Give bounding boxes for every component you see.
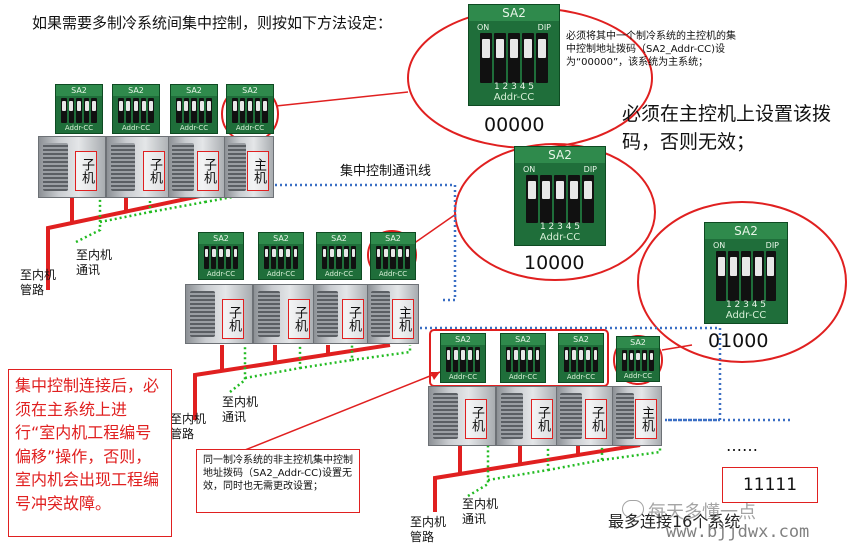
outdoor-unit-slave: 子机 bbox=[313, 284, 369, 344]
comm-label-3: 至内机通讯 bbox=[462, 497, 499, 526]
comm-label-1: 至内机通讯 bbox=[76, 248, 113, 277]
outdoor-unit-master: 主机 bbox=[224, 136, 274, 198]
watermark-url: www.bjjdwx.com bbox=[666, 522, 810, 542]
wechat-icon bbox=[622, 500, 644, 518]
outdoor-unit-slave: 子机 bbox=[38, 136, 106, 198]
outdoor-unit-slave: 子机 bbox=[496, 386, 558, 446]
outdoor-unit-master: 主机 bbox=[367, 284, 419, 344]
bus-label: 集中控制通讯线 bbox=[340, 164, 432, 179]
dip-switch-zoom-01000: SA2 ON DIP 1 2 3 4 5 Addr-CC bbox=[704, 222, 788, 324]
slave-note-box: 同一制冷系统的非主控机集中控制地址拨码（SA2_Addr-CC)设置无效，同时也… bbox=[196, 449, 360, 513]
page-title: 如果需要多制冷系统间集中控制，则按如下方法设定： bbox=[32, 14, 393, 32]
dip-switch-zoom-10000: SA2 ON DIP 1 2 3 4 5 Addr-CC bbox=[514, 146, 606, 246]
code-10000: 10000 bbox=[524, 252, 585, 274]
watermark-text: 每天多懂一点 bbox=[648, 502, 756, 523]
outdoor-unit-slave: 子机 bbox=[556, 386, 614, 446]
pipe-label-1: 至内机管路 bbox=[20, 268, 57, 297]
pipe-label-2: 至内机管路 bbox=[170, 412, 207, 441]
code-00000: 00000 bbox=[484, 114, 545, 136]
pipe-label-3: 至内机管路 bbox=[410, 515, 447, 544]
outdoor-unit-slave: 子机 bbox=[106, 136, 172, 198]
comm-label-2: 至内机通讯 bbox=[222, 395, 259, 424]
zoom-circle-3 bbox=[637, 201, 847, 363]
offset-warning-box: 集中控制连接后，必须在主系统上进行“室内机工程编号偏移”操作，否则，室内机会出现… bbox=[8, 369, 172, 537]
outdoor-unit-slave: 子机 bbox=[253, 284, 315, 344]
master-note: 必须将其中一个制冷系统的主控机的集中控制地址拨码（SA2_Addr-CC)设为“… bbox=[566, 31, 736, 68]
ellipsis: …… bbox=[726, 436, 758, 455]
outdoor-unit-slave: 子机 bbox=[185, 284, 253, 344]
code-01000: 01000 bbox=[708, 330, 769, 352]
outdoor-unit-slave: 子机 bbox=[428, 386, 496, 446]
max-systems-label: 最多连接16个系统 bbox=[608, 512, 741, 531]
master-warning: 必须在主控机上设置该拨码，否则无效； bbox=[622, 103, 832, 153]
outdoor-unit-master: 主机 bbox=[612, 386, 662, 446]
dip-switch-zoom-00000: SA2 ON DIP 1 2 3 4 5 Addr-CC bbox=[468, 4, 560, 106]
outdoor-unit-slave: 子机 bbox=[168, 136, 226, 198]
last-code-box: 11111 bbox=[722, 467, 818, 503]
bus-line-2 bbox=[420, 326, 722, 422]
